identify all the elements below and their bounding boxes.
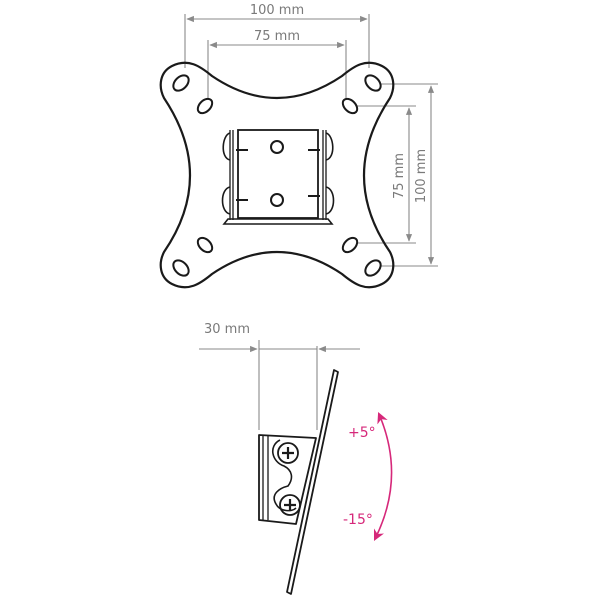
knob-top-left xyxy=(222,132,231,161)
tilt-screw-bottom xyxy=(279,494,301,516)
hole-inner-bottom-left xyxy=(196,236,214,254)
side-view: 30 mm +5° -15° xyxy=(199,322,393,595)
knob-top-right xyxy=(325,132,334,161)
knob-bottom-right xyxy=(325,186,335,215)
knob-bottom-left xyxy=(221,186,231,215)
center-bracket xyxy=(221,129,335,225)
dimension-vertical-100 xyxy=(378,83,438,267)
phillips-head-bottom-icon xyxy=(284,499,296,511)
dimension-horizontal-75: 75 mm xyxy=(207,29,347,100)
phillips-head-top-icon xyxy=(282,447,294,459)
front-view: 100 mm 75 mm 75 mm 100 mm xyxy=(159,3,438,289)
dim-label-100mm-vertical: 100 mm xyxy=(414,149,429,203)
hole-outer-top-right xyxy=(364,74,382,92)
bracket-hole-bottom xyxy=(270,193,284,207)
mounting-holes xyxy=(172,74,382,277)
hole-inner-top-right xyxy=(341,97,359,115)
tilt-screw-top xyxy=(277,442,299,464)
mounting-plate-outline xyxy=(159,61,395,289)
tilt-up-label: +5° xyxy=(348,425,376,441)
tilt-down-label: -15° xyxy=(343,512,373,528)
dim-label-30mm-depth: 30 mm xyxy=(204,322,250,337)
dim-label-75mm-vertical: 75 mm xyxy=(392,153,407,199)
dim-label-75mm-horizontal: 75 mm xyxy=(254,29,300,44)
hole-outer-top-left xyxy=(172,74,190,92)
dim-label-100mm-horizontal: 100 mm xyxy=(250,3,304,18)
dimension-horizontal-100: 100 mm xyxy=(184,3,370,68)
hole-outer-bottom-right xyxy=(364,259,382,277)
hole-inner-top-left xyxy=(196,97,214,115)
tilt-bracket xyxy=(258,434,317,525)
bracket-hole-top xyxy=(270,140,284,154)
dimension-depth-30: 30 mm xyxy=(199,322,360,430)
tilted-mounting-plate xyxy=(286,369,339,595)
tilt-range-arrow xyxy=(373,411,393,542)
hole-inner-bottom-right xyxy=(341,236,359,254)
hole-outer-bottom-left xyxy=(172,259,190,277)
